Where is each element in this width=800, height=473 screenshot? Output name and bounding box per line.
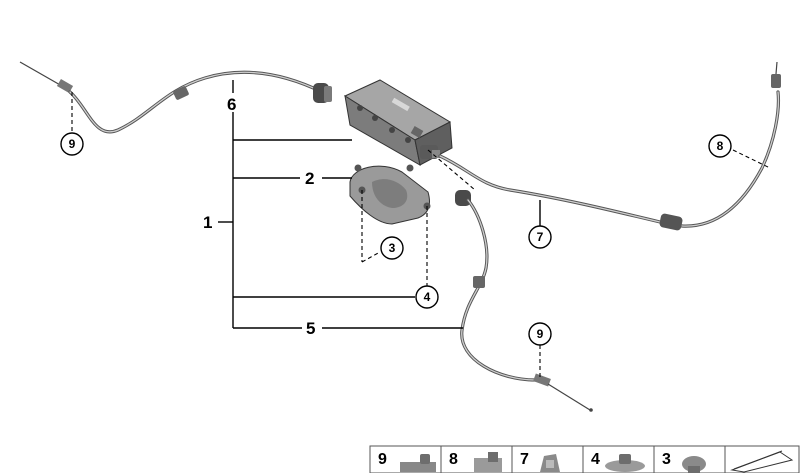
bracket (349, 164, 431, 225)
callout-8-label: 8 (717, 139, 724, 153)
callout-6: 6 (227, 95, 236, 114)
leader-lines (218, 80, 541, 329)
callout-2: 2 (305, 169, 314, 188)
actuator-housing (343, 79, 453, 166)
legend-cell-3: 3 (662, 451, 706, 473)
legend-cell-7-label: 7 (520, 451, 529, 468)
legend-cell-8-label: 8 (449, 451, 458, 468)
cable-lower (455, 190, 593, 412)
legend-cell-3-label: 3 (662, 451, 671, 468)
legend-cell-4: 4 (591, 451, 645, 472)
legend-strip: 9 8 7 4 3 (369, 445, 800, 473)
callout-4: 4 (415, 285, 439, 309)
legend-cell-4-label: 4 (591, 451, 600, 468)
callout-8: 8 (708, 134, 732, 158)
callout-9-right: 9 (528, 322, 552, 346)
legend-cell-7: 7 (520, 451, 560, 472)
callout-9-left-label: 9 (69, 137, 76, 151)
dashed-pointers (71, 92, 771, 378)
callout-5: 5 (306, 319, 315, 338)
cable-left (19, 61, 332, 134)
callout-3-label: 3 (389, 241, 396, 255)
legend-cell-8: 8 (449, 451, 502, 472)
legend-cell-9-label: 9 (378, 451, 387, 468)
legend-cell-9: 9 (378, 451, 436, 472)
callout-3: 3 (380, 236, 404, 260)
cable-right (438, 61, 781, 231)
callout-9-right-label: 9 (537, 327, 544, 341)
legend-cell-wedge (730, 450, 794, 473)
callout-7-label: 7 (537, 230, 544, 244)
callout-7: 7 (528, 225, 552, 249)
callout-1: 1 (203, 213, 212, 232)
callout-9-left: 9 (60, 132, 84, 156)
callout-4-label: 4 (424, 290, 431, 304)
